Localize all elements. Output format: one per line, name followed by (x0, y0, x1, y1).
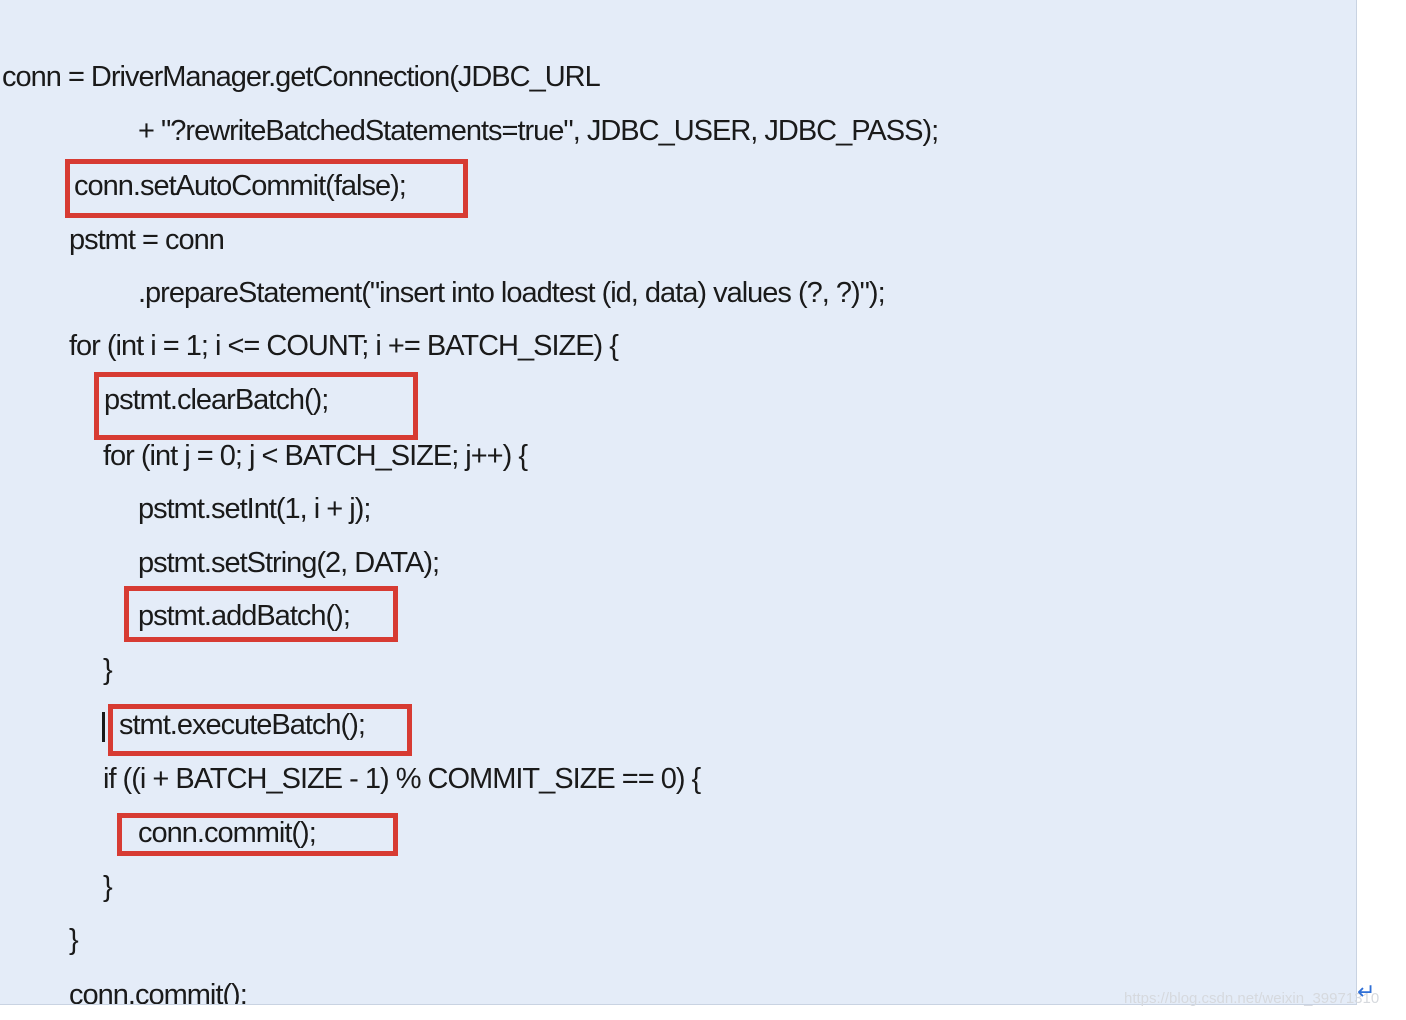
code-line-15: conn.commit(); (138, 817, 317, 849)
code-line-9: pstmt.setInt(1, i + j); (138, 493, 371, 525)
code-line-5: .prepareStatement("insert into loadtest … (138, 277, 886, 309)
highlight-box-executebatch (108, 704, 412, 756)
watermark-text: https://blog.csdn.net/weixin_39971310 (1124, 990, 1380, 1007)
code-line-12: } (103, 654, 113, 686)
highlight-box-autocommit (65, 159, 468, 218)
code-line-18: conn.commit(); (69, 979, 248, 1005)
highlight-box-addbatch (124, 586, 398, 642)
code-line-16: } (103, 871, 113, 903)
code-line-10: pstmt.setString(2, DATA); (138, 547, 440, 579)
code-line-3: conn.setAutoCommit(false); (74, 170, 407, 202)
code-line-14: if ((i + BATCH_SIZE - 1) % COMMIT_SIZE =… (103, 763, 701, 795)
code-line-11: pstmt.addBatch(); (138, 600, 351, 632)
code-line-8: for (int j = 0; j < BATCH_SIZE; j++) { (103, 440, 528, 472)
code-line-1: conn = DriverManager.getConnection(JDBC_… (2, 61, 601, 93)
code-line-7: pstmt.clearBatch(); (104, 384, 329, 416)
code-block: conn = DriverManager.getConnection(JDBC_… (0, 0, 1357, 1005)
highlight-box-commit (117, 813, 398, 856)
code-line-17: } (69, 924, 79, 956)
code-line-13: stmt.executeBatch(); (119, 709, 366, 741)
return-arrow-icon: ↵ (1357, 980, 1376, 1005)
cropped-glyph-mark (102, 712, 105, 742)
code-line-4: pstmt = conn (69, 224, 225, 256)
code-line-6: for (int i = 1; i <= COUNT; i += BATCH_S… (69, 330, 619, 362)
highlight-box-clearbatch (94, 372, 418, 440)
code-line-2: + "?rewriteBatchedStatements=true", JDBC… (138, 115, 939, 147)
